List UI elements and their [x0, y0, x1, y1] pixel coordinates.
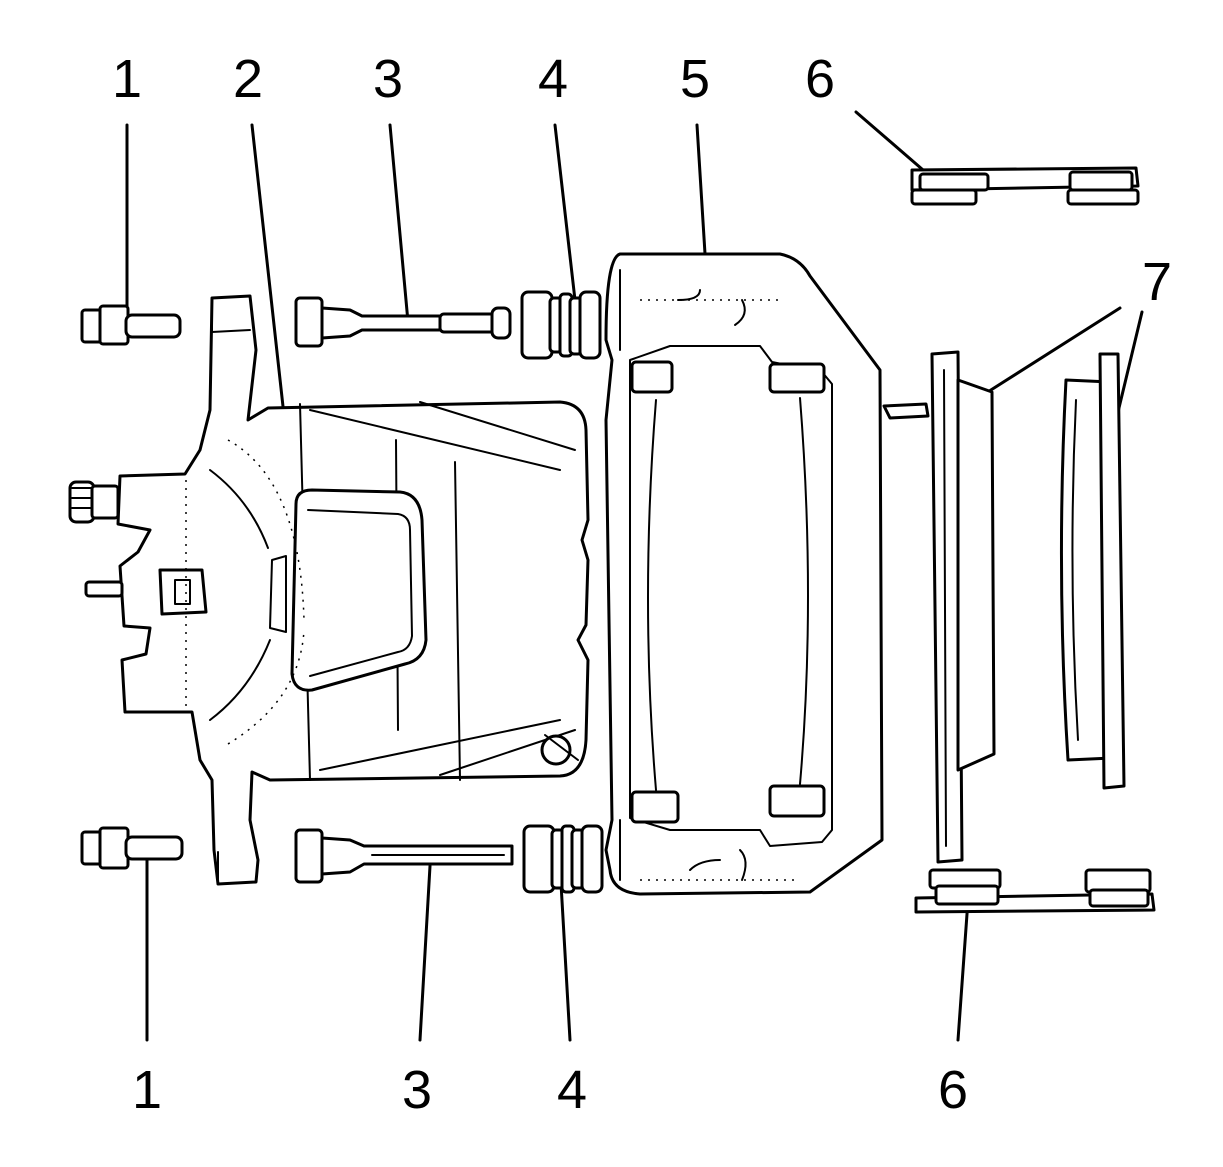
leader-6-bottom [956, 898, 970, 1042]
leader-4-top [553, 123, 577, 302]
leader-7-left [970, 306, 1122, 404]
callout-3-top: 3 [373, 49, 403, 109]
guide-pin-boot-top [520, 290, 602, 360]
callout-1-top: 1 [112, 49, 142, 109]
callout-2: 2 [233, 49, 263, 109]
pad-retainer-clip-bottom [914, 868, 1156, 914]
leader-lines [125, 110, 1144, 1042]
guide-pin-bottom [294, 828, 514, 884]
guide-pin-top [294, 296, 512, 348]
callout-4-top: 4 [538, 49, 568, 109]
callout-6-bottom: 6 [938, 1060, 968, 1120]
bleeder-screw [68, 480, 120, 524]
leader-4-bottom [558, 864, 572, 1042]
callout-3-bottom: 3 [402, 1060, 432, 1120]
guide-pin-boot-bottom [522, 824, 604, 894]
pad-retainer-clip-top [910, 166, 1140, 206]
callout-5: 5 [680, 49, 710, 109]
leader-3-top [388, 123, 410, 324]
leader-6-top [854, 110, 932, 178]
caliper-bracket [604, 252, 884, 896]
callout-4-bottom: 4 [557, 1060, 587, 1120]
housing-stud [84, 580, 124, 598]
callout-6-top: 6 [805, 49, 835, 109]
caliper-bolt-top [80, 304, 182, 346]
brake-pad-outer [1059, 352, 1126, 790]
caliper-bolt-bottom [80, 826, 184, 870]
callout-1-bottom: 1 [132, 1060, 162, 1120]
leader-7-right [1116, 310, 1144, 414]
caliper-housing [116, 294, 590, 886]
leader-3-bottom [418, 864, 432, 1042]
callout-7: 7 [1142, 252, 1172, 312]
brake-pad-inner [882, 350, 996, 864]
